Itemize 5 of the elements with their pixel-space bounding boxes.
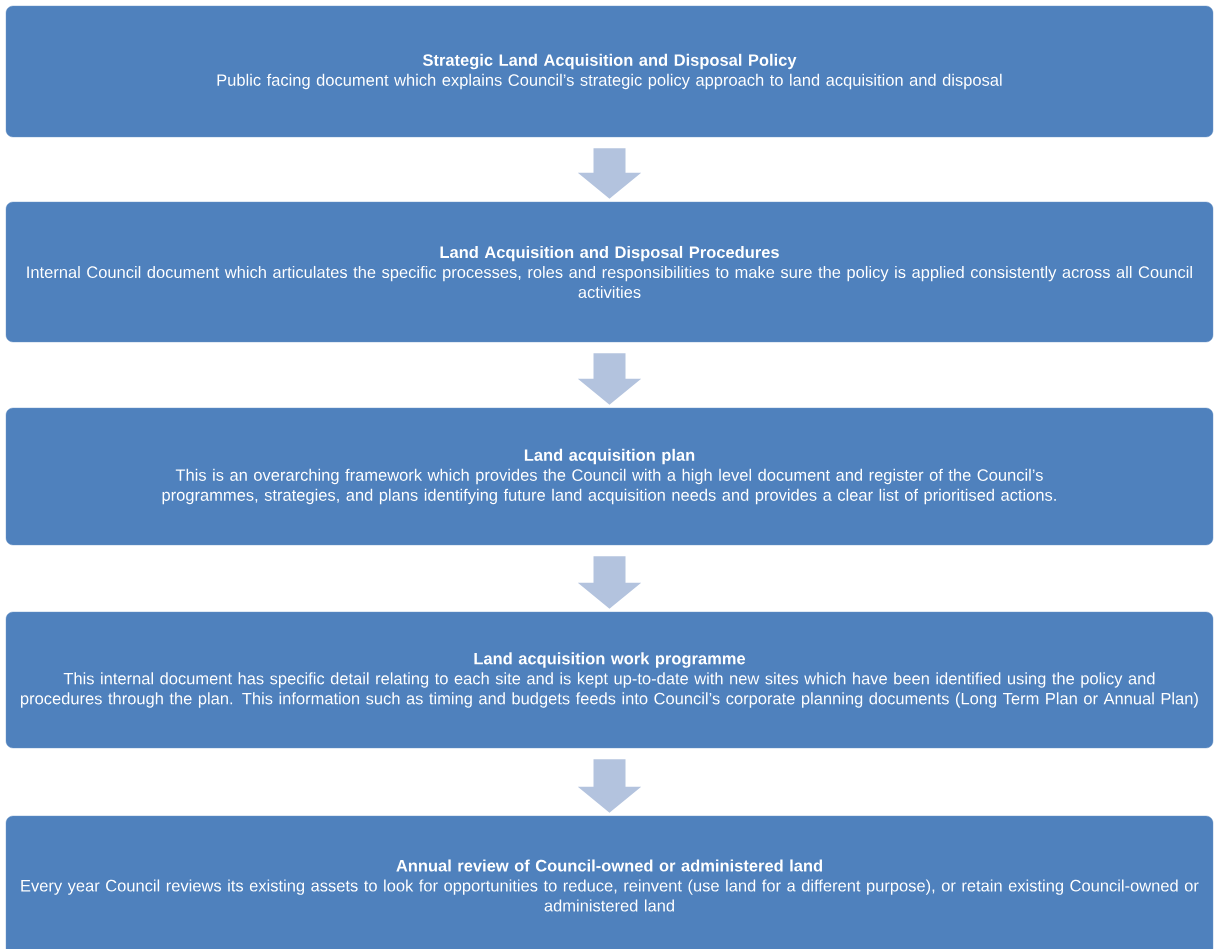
process-box: Land Acquisition and Disposal Procedures Internal Council document which articulates the specific processes, roles and responsibilities to make sure the policy is applied consistently across all Council activities (5, 201, 1214, 343)
process-box: Land acquisition plan This is an overarching framework which provides the Council with a high level document and register of the Council’s programmes, strategies, and plans identifying future land acquisition needs and provides a clear list of prioritised actions. (5, 407, 1214, 546)
process-box: Land acquisition work programme This internal document has specific detail relating to each site and is kept up-to-date with new sites which have been identified using the policy and procedures through the plan. This information such as timing and budgets feeds into Council’s corporate planning documents (Long Term Plan or Annual Plan) (5, 611, 1214, 749)
process-box: Annual review of Council-owned or administered land Every year Council reviews its existing assets to look for opportunities to reduce, reinvent (use land for a different purpose), or retain existing Council-owned or administered land (5, 815, 1214, 949)
process-box: Strategic Land Acquisition and Disposal Policy Public facing document which explains Council’s strategic policy approach to land acquisition and disposal (5, 5, 1214, 138)
